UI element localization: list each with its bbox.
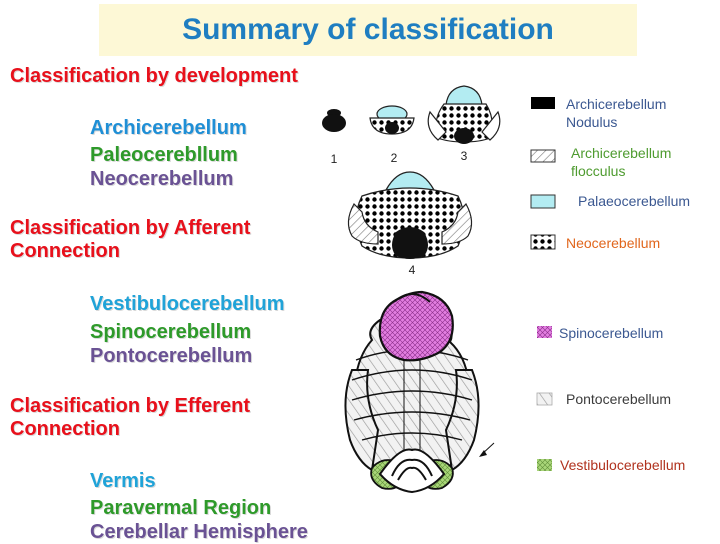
item-hemisphere: Cerebellar Hemisphere	[90, 521, 308, 543]
stage-4-figure	[347, 171, 473, 259]
swatch-vestibulocerebellum	[537, 459, 552, 471]
heading-afferent: Classification by Afferent Connection	[10, 217, 251, 262]
legend-label-palaeocerebellum: Palaeocerebellum	[578, 193, 691, 209]
swatch-archicerebellum-flocculus	[530, 149, 556, 163]
legend-label-vestibulocerebellum: Vestibulocerebellum	[560, 457, 686, 473]
heading-efferent: Classification by Efferent Connection	[10, 395, 251, 440]
item-neocerebellum: Neocerebellum	[90, 168, 234, 190]
stage-label-4: 4	[409, 263, 416, 277]
legend-label-neocerebellum: Neocerebellum	[566, 235, 661, 251]
legend-label-archicerebellum-flocculus: Archicerebellum flocculus	[571, 145, 672, 179]
swatch-spinocerebellum	[537, 326, 552, 338]
swatch-archicerebellum-nodulus	[531, 97, 555, 109]
swatch-neocerebellum	[530, 234, 556, 250]
heading-development: Classification by development	[10, 65, 298, 87]
legend-label-spinocerebellum: Spinocerebellum	[559, 325, 664, 341]
item-spinocerebellum: Spinocerebellum	[90, 321, 252, 343]
stage-label-1: 1	[331, 152, 338, 166]
item-vermis: Vermis	[90, 470, 156, 492]
legend-label-pontocerebellum: Pontocerebellum	[566, 391, 672, 407]
swatch-palaeocerebellum	[530, 194, 556, 209]
item-vestibulocerebellum: Vestibulocerebellum	[90, 293, 285, 315]
title-banner: Summary of classification	[99, 4, 637, 56]
item-paravermal: Paravermal Region	[90, 497, 272, 519]
item-archicerebellum: Archicerebellum	[90, 117, 247, 139]
page-title: Summary of classification	[182, 13, 554, 46]
swatch-pontocerebellum	[536, 392, 553, 406]
item-pontocerebellum: Pontocerebellum	[90, 345, 253, 367]
stage-3-figure	[427, 85, 501, 144]
stage-1-figure	[322, 109, 346, 132]
legend-label-archicerebellum-nodulus: Archicerebellum Nodulus	[566, 96, 667, 130]
stage-label-2: 2	[391, 151, 398, 165]
stage-2-figure	[369, 105, 415, 135]
item-paleocerebellum: Paleocerebllum	[90, 144, 238, 166]
stage-label-3: 3	[461, 149, 468, 163]
cerebellum-functional-diagram	[344, 290, 495, 494]
